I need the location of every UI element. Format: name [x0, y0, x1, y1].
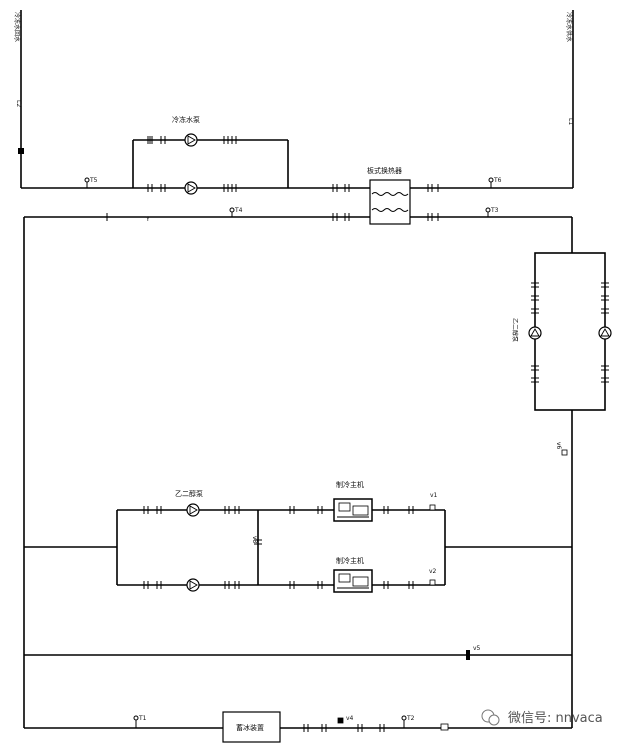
valve-v2-label: v2 [429, 568, 437, 575]
chilled-return-label: 冷冻水回水 [13, 12, 21, 42]
chilled-supply-label: 冷冻水供水 [565, 12, 573, 42]
sensor-t5-label: T5 [89, 177, 98, 184]
sensor-t4-label: T4 [234, 207, 243, 214]
valve-v1-icon [429, 504, 436, 511]
wechat-icon [481, 709, 500, 726]
valve-v5-icon [466, 650, 470, 660]
chilled-pump-label: 冷冻水泵 [172, 115, 200, 124]
valve-v3-label: v3 [251, 536, 258, 544]
ice-storage-label: 蓄冰装置 [236, 723, 264, 732]
chiller-icon [333, 498, 373, 522]
valve-v6-label: v6 [555, 442, 562, 450]
l2-fitting [18, 148, 24, 154]
y-marker-label: Y [145, 216, 150, 223]
valve-v4-icon [337, 717, 344, 724]
ice-storage-tank [222, 711, 281, 743]
glycol-loop [23, 216, 606, 729]
l2-label: L2 [15, 100, 22, 107]
valve-icon [106, 136, 439, 732]
sensor-t6-label: T6 [493, 177, 502, 184]
sensor-icon [84, 177, 494, 728]
pump-icon [598, 326, 612, 340]
valve-v5-label: v5 [473, 645, 481, 652]
valve-v1-label: v1 [430, 492, 438, 499]
chilled-water-loop [18, 10, 574, 189]
pump-icon [186, 503, 200, 517]
chiller-icon [333, 569, 373, 593]
sensor-t3-label: T3 [490, 207, 499, 214]
chiller-2-label: 制冷主机 [336, 556, 364, 565]
glycol-pump-left-label: 乙二醇泵 [175, 489, 203, 498]
pump-icon [186, 578, 200, 592]
plate-hx-label: 板式换热器 [367, 166, 402, 175]
pump-icon [184, 181, 198, 195]
valve-v2-icon [429, 579, 436, 586]
pump-icon [184, 133, 198, 147]
valve-v3-icon [440, 723, 449, 731]
chiller-1-label: 制冷主机 [336, 480, 364, 489]
l1-label: L1 [567, 118, 574, 125]
sensor-t2-label: T2 [406, 715, 415, 722]
sensor-t1-label: T1 [138, 715, 147, 722]
valve-v6-icon [561, 449, 568, 456]
valve-v4-label: v4 [346, 715, 354, 722]
pump-icon [528, 326, 542, 340]
glycol-pump-right-label: 乙二醇泵 [511, 318, 519, 342]
plate-heat-exchanger [369, 179, 411, 225]
watermark-text: 微信号: nnvaca [508, 711, 603, 726]
valve-icon [254, 282, 609, 545]
